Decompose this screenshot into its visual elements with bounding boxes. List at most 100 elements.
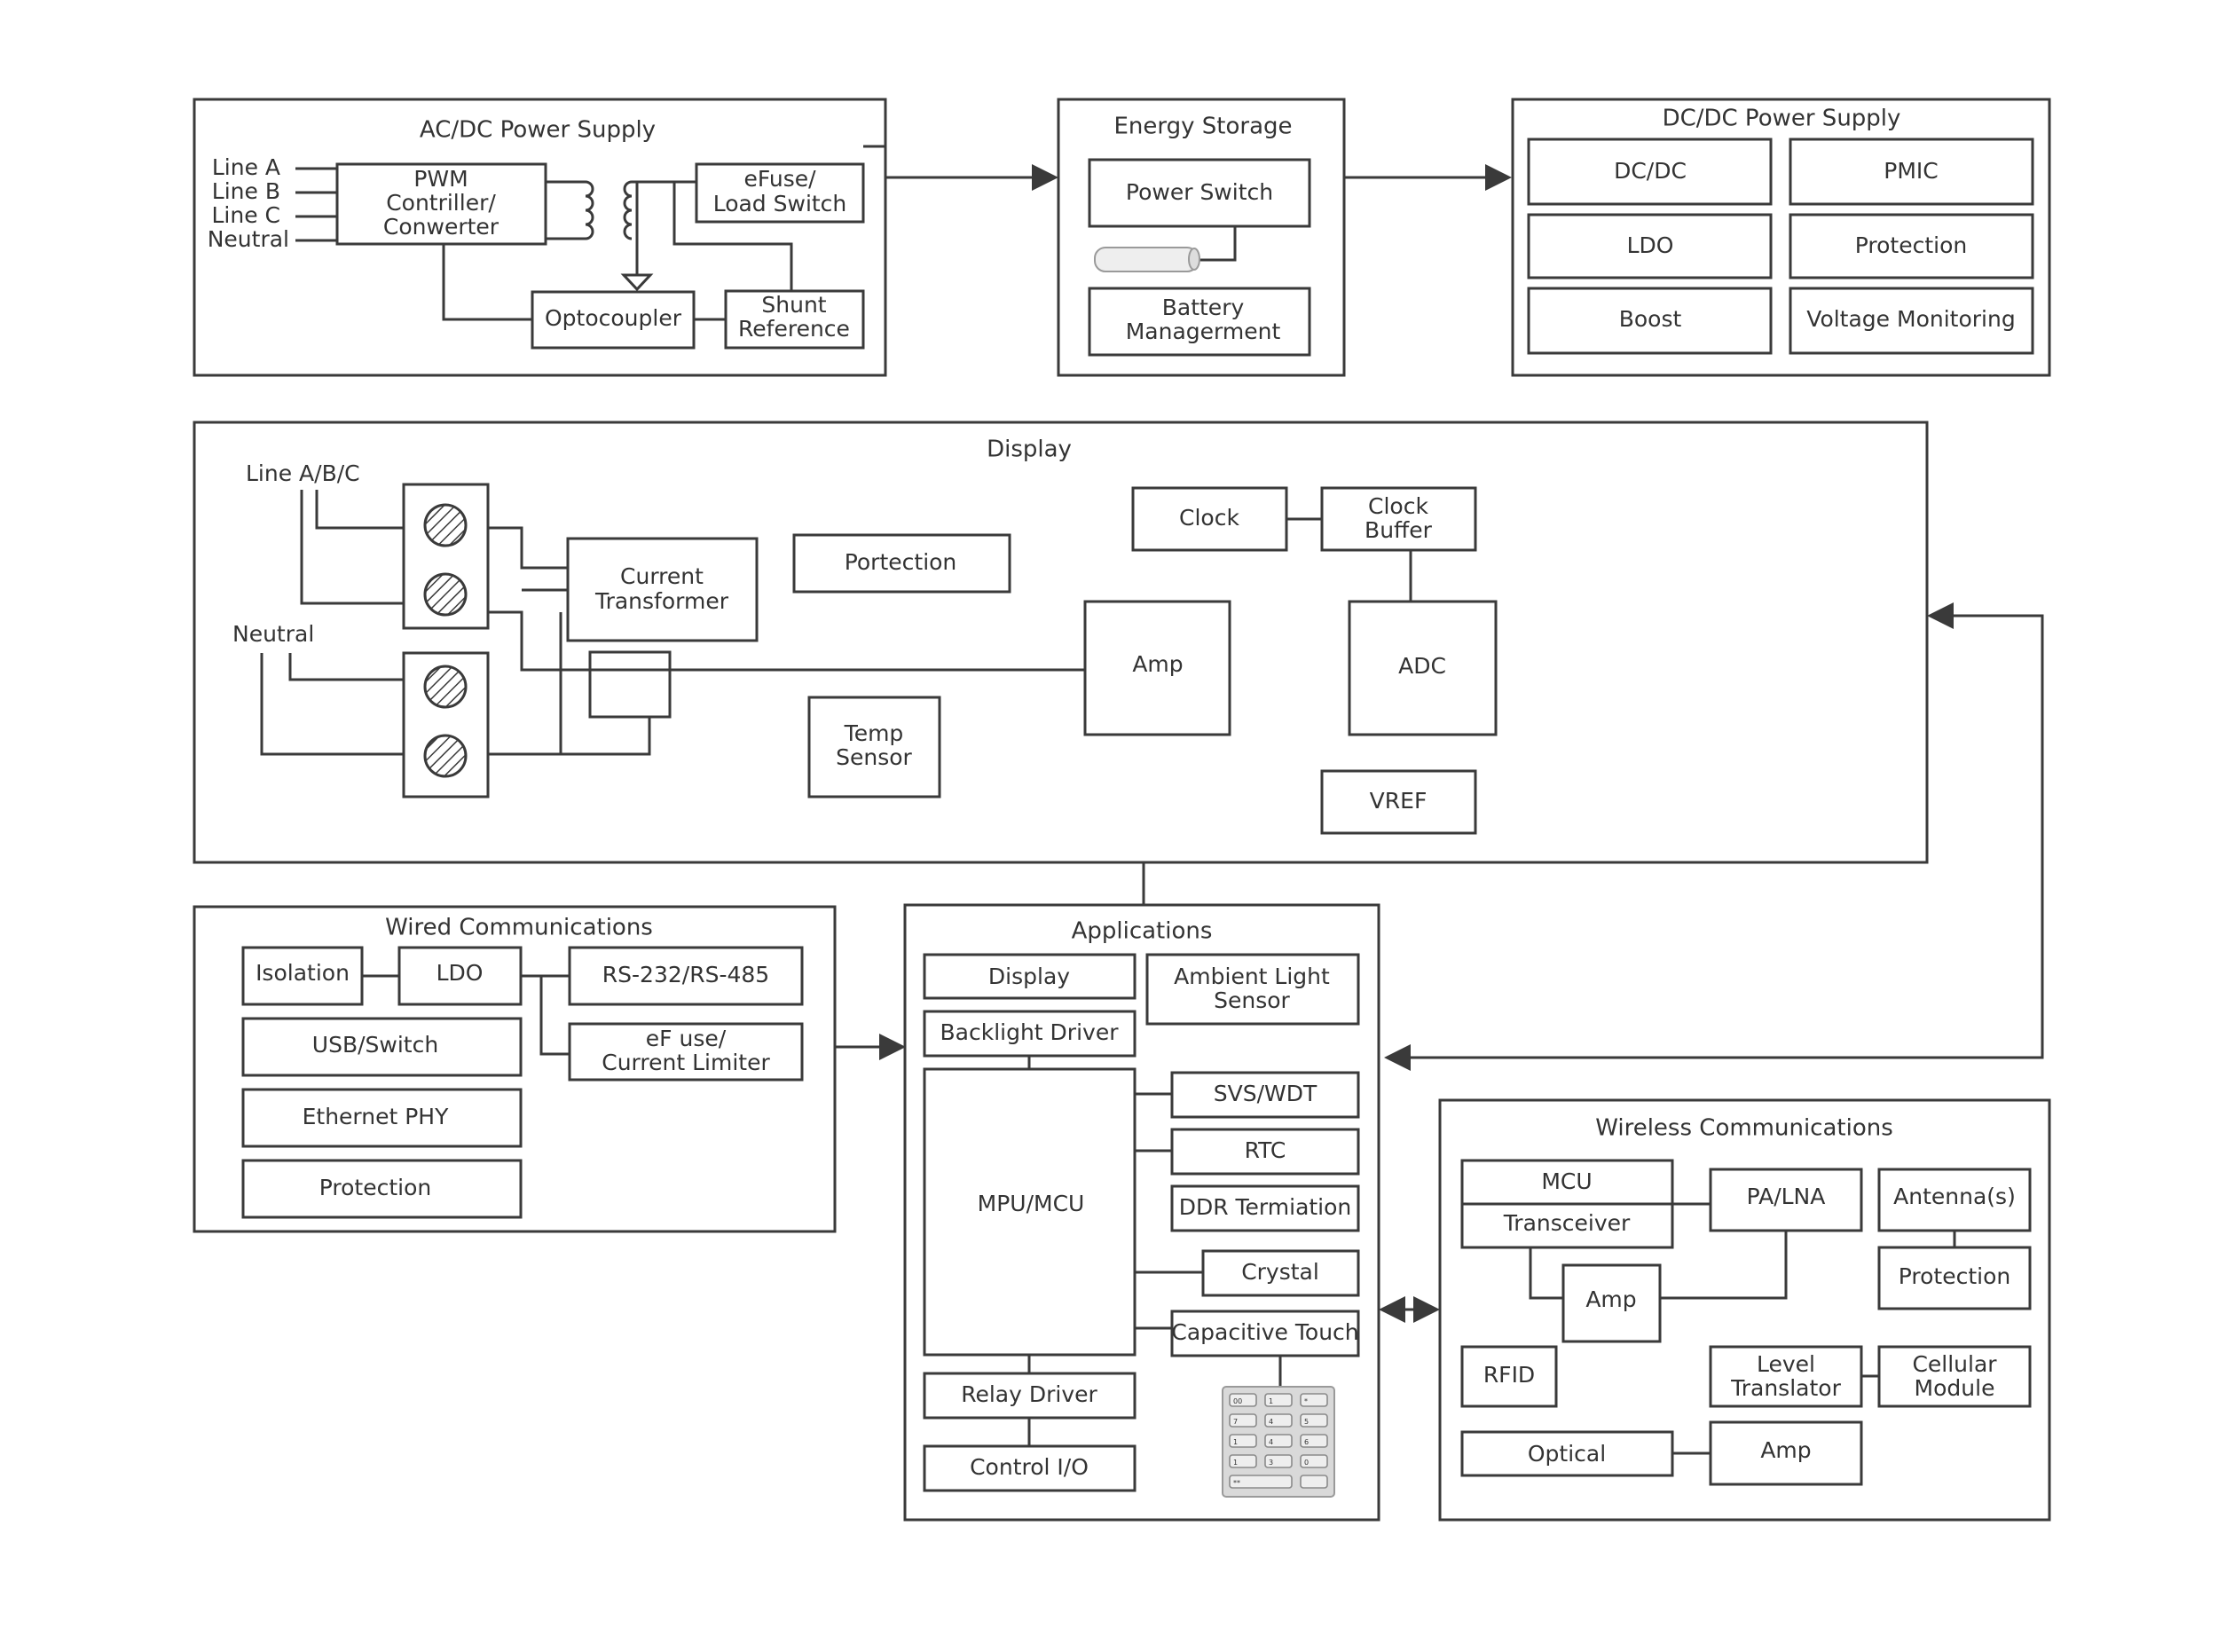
- neutral-return-wire: [488, 717, 651, 756]
- keypad-key-label: *: [1304, 1397, 1308, 1405]
- wired-efuse-box: [568, 1022, 804, 1082]
- apps-display-loop-wire: [1411, 614, 2044, 1059]
- apps-wireless-arrowhead-left: [1379, 1296, 1405, 1323]
- terminal-screw-icon: [423, 734, 468, 778]
- battery-management-box: [1088, 287, 1311, 357]
- apps-wireless-arrowhead-right: [1413, 1296, 1440, 1323]
- isolation-box: [241, 946, 364, 1006]
- keypad-key-label: 1: [1233, 1459, 1238, 1467]
- control-io-box: [923, 1444, 1137, 1492]
- dcdc-power-supply-group: DC/DC Power Supply DC/DC PMIC LDO Protec…: [1511, 98, 2051, 377]
- keypad-key-label: 4: [1269, 1418, 1273, 1426]
- level-line-1: Level: [1757, 1351, 1815, 1377]
- rfid-label: RFID: [1483, 1362, 1535, 1388]
- rs232-box: [568, 946, 804, 1006]
- wireless-protection-box: [1877, 1246, 2032, 1310]
- usb-switch-label: USB/Switch: [312, 1032, 438, 1058]
- optocoupler-label: Optocoupler: [545, 305, 682, 331]
- wired-comms-group: Wired Communications Isolation LDO RS-23…: [193, 905, 837, 1233]
- efuse-box: [695, 162, 865, 224]
- rtc-label: RTC: [1245, 1137, 1286, 1163]
- wired-ldo-label: LDO: [437, 960, 484, 986]
- efuse-line-1: eFuse/: [743, 166, 816, 192]
- dcdc-box: [1527, 138, 1773, 206]
- crystal-box: [1201, 1249, 1360, 1297]
- adc-box: [1348, 600, 1498, 736]
- apps-display-label: Display: [988, 964, 1070, 989]
- terminal-screw-icon: [423, 572, 468, 617]
- battery-wire: [1196, 226, 1237, 262]
- pwm-line-1: PWM: [413, 166, 468, 192]
- voltage-monitoring-label: Voltage Monitoring: [1806, 306, 2015, 332]
- keypad-key-label: 00: [1233, 1397, 1242, 1405]
- acdc-title: AC/DC Power Supply: [420, 117, 656, 144]
- display-neutral-label: Neutral: [232, 621, 314, 647]
- acdc-power-supply-group: AC/DC Power Supply Line A Line B Line C …: [193, 98, 887, 377]
- pmic-label: PMIC: [1884, 158, 1938, 184]
- shunt-line-1: Shunt: [761, 292, 826, 318]
- backlight-label: Backlight Driver: [940, 1019, 1120, 1045]
- transformer-primary-coil: [546, 180, 594, 240]
- terminal-screw-icon: [423, 503, 468, 547]
- keypad-key-label: **: [1233, 1479, 1240, 1487]
- ambient-line-1: Ambient Light: [1174, 964, 1330, 989]
- svs-wdt-label: SVS/WDT: [1214, 1081, 1317, 1106]
- mcu-label: MCU: [1541, 1168, 1592, 1194]
- vref-box: [1320, 769, 1477, 835]
- keypad-key-label: 0: [1304, 1459, 1309, 1467]
- terminal-screw-icon: [423, 665, 468, 709]
- ambient-light-box: [1145, 953, 1360, 1026]
- battery-icon: [1094, 247, 1200, 272]
- display-title: Display: [987, 437, 1072, 463]
- optical-box: [1460, 1430, 1674, 1477]
- pa-lna-box: [1709, 1168, 1863, 1232]
- capacitive-touch-box: [1170, 1310, 1360, 1357]
- line-a-label: Line A: [212, 154, 280, 180]
- power-switch-label: Power Switch: [1126, 179, 1273, 205]
- shunt-feedback-wire: [672, 182, 793, 291]
- display-amp-box: [1083, 600, 1231, 736]
- relay-driver-label: Relay Driver: [961, 1381, 1097, 1407]
- battery-line-2: Managerment: [1126, 319, 1281, 344]
- applications-group: Applications Display Ambient Light Senso…: [903, 903, 1380, 1522]
- capacitive-touch-label: Capacitive Touch: [1171, 1319, 1358, 1345]
- dcdc-protection-label: Protection: [1855, 232, 1967, 258]
- pwm-line-3: Conwerter: [383, 214, 499, 240]
- rfid-box: [1460, 1345, 1558, 1408]
- ldo-rs-wire: [521, 974, 570, 1056]
- ct-line-1: Current: [620, 563, 704, 589]
- neutral-wires: [260, 653, 404, 756]
- adc-label: ADC: [1398, 653, 1446, 679]
- current-transformer-box: [566, 537, 759, 642]
- acdc-to-energy-arrowhead: [1032, 164, 1058, 191]
- optical-amp-box: [1709, 1420, 1863, 1486]
- transceiver-label: Transceiver: [1503, 1210, 1631, 1236]
- energy-storage-group: Energy Storage Power Switch Battery Mana…: [1057, 98, 1346, 377]
- antenna-label: Antenna(s): [1893, 1184, 2016, 1209]
- dcdc-ldo-label: LDO: [1627, 232, 1674, 258]
- ddr-termination-box: [1170, 1184, 1360, 1232]
- keypad-key-label: 3: [1269, 1459, 1273, 1467]
- wired-protection-box: [241, 1159, 523, 1219]
- transceiver-box: [1460, 1202, 1674, 1249]
- vref-label: VREF: [1370, 788, 1428, 814]
- ddr-label: DDR Termiation: [1179, 1194, 1352, 1220]
- temp-sensor-box: [807, 696, 941, 798]
- optical-amp-label: Amp: [1760, 1437, 1811, 1463]
- ct-return-wire: [522, 588, 568, 754]
- keypad-key-label: 1: [1269, 1397, 1273, 1405]
- boost-label: Boost: [1619, 306, 1682, 332]
- ct-sensing-loop: [588, 650, 672, 719]
- apps-right-arrowhead: [1384, 1044, 1411, 1071]
- apps-display-box: [923, 953, 1137, 1000]
- pa-lna-label: PA/LNA: [1747, 1184, 1826, 1209]
- usb-switch-box: [241, 1017, 523, 1077]
- clock-label: Clock: [1179, 505, 1239, 531]
- isolation-label: Isolation: [256, 960, 350, 986]
- applications-title: Applications: [1072, 918, 1213, 945]
- display-right-arrowhead: [1927, 602, 1954, 629]
- wired-to-apps-arrowhead: [879, 1034, 906, 1060]
- line-abc-label: Line A/B/C: [246, 460, 360, 486]
- rs232-label: RS-232/RS-485: [602, 962, 769, 987]
